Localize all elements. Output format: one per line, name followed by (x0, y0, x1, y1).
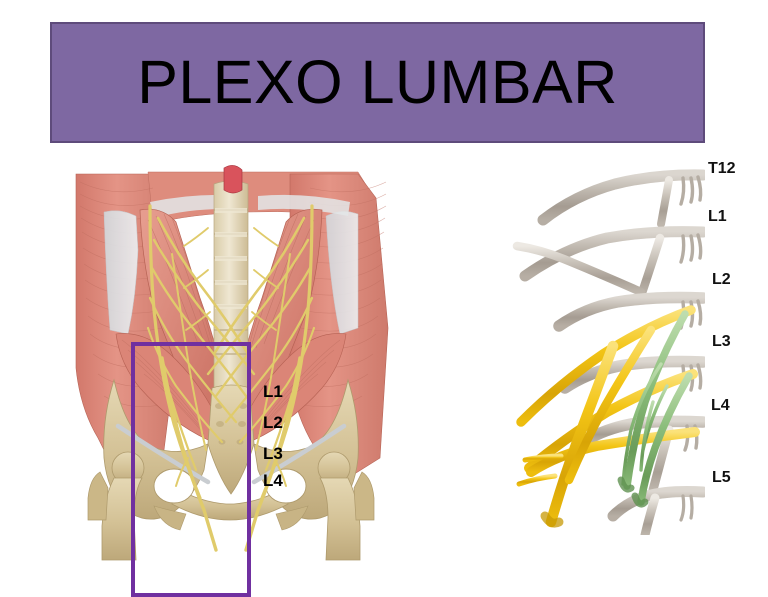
sacrum (207, 384, 255, 495)
obturator-nerve-green (617, 310, 693, 508)
spine-label-l4: L4 (263, 471, 283, 490)
aorta-stump (223, 165, 243, 194)
inguinal-ligaments (115, 423, 347, 485)
psoas-major-muscles (139, 208, 323, 427)
obturator-anastomotic-loops (621, 362, 669, 486)
rootlets-l5 (679, 494, 694, 522)
page-title: PLEXO LUMBAR (137, 48, 618, 116)
anatomy-svg (75, 165, 389, 561)
obturator-branch-l2 (623, 310, 689, 490)
femur-bones (87, 451, 375, 561)
rootlets-t12 (679, 175, 703, 206)
obturator-branch-l3 (637, 372, 693, 506)
lumbar-plexus-nerves (146, 204, 316, 552)
greater-trochanter-right (353, 471, 375, 521)
femoral-nerve-yellow (516, 305, 700, 528)
root-label-l3: L3 (712, 333, 731, 350)
femoral-branch-l3 (524, 369, 698, 473)
root-label-l1: L1 (708, 208, 727, 225)
root-t12 (537, 169, 705, 228)
spine-label-l2: L2 (263, 413, 283, 432)
anatomy-layers (75, 165, 389, 561)
plexus-schematic (455, 150, 705, 535)
root-label-l2: L2 (712, 271, 731, 288)
plexus-schematic-svg (512, 169, 705, 535)
root-label-t12: T12 (708, 160, 736, 177)
femoral-branch-l4 (526, 427, 700, 477)
spine-label-l3: L3 (263, 444, 283, 463)
rootlets-l1 (679, 233, 703, 264)
root-label-l4: L4 (711, 397, 730, 414)
spine-label-l1: L1 (263, 382, 283, 401)
root-l1 (512, 226, 705, 301)
psoas-region-highlight-rect (131, 342, 251, 597)
lumbar-aponeurosis (103, 194, 359, 335)
root-label-l5: L5 (712, 469, 731, 486)
femoral-trunk (545, 340, 619, 528)
root-l5 (607, 486, 705, 535)
greater-trochanter-left (87, 471, 109, 521)
anatomy-illustration: L1 L2 L3 L4 (58, 158, 403, 597)
femoral-branch-l2 (516, 305, 696, 427)
femoral-terminal-branches (516, 453, 564, 487)
title-banner: PLEXO LUMBAR (50, 22, 705, 143)
